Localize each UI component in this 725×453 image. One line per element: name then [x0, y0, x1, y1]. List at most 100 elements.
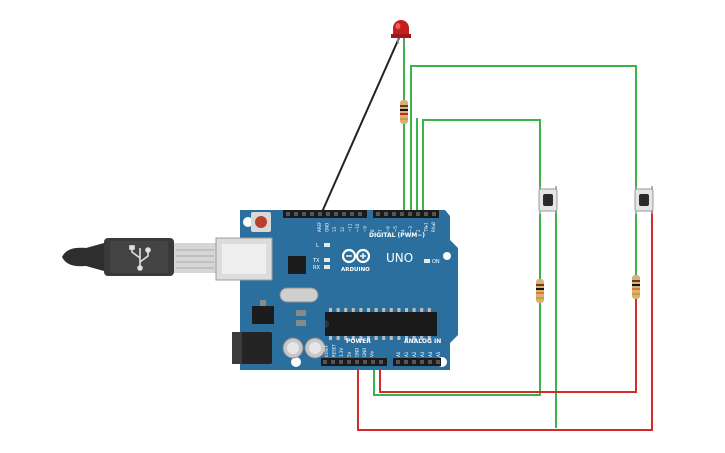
l-led	[324, 243, 330, 247]
header-hole[interactable]	[347, 360, 351, 364]
pin-label: 8	[370, 229, 375, 232]
pin-label: IOREF	[324, 344, 329, 357]
wire-button-2-5v[interactable]	[357, 206, 653, 431]
usb-cable[interactable]	[62, 238, 216, 276]
header-hole[interactable]	[424, 212, 428, 216]
chip-pin	[351, 308, 355, 312]
chip-pin	[412, 308, 416, 312]
power-header[interactable]	[321, 358, 387, 366]
pin-label: ~11	[347, 223, 352, 232]
header-hole[interactable]	[355, 360, 359, 364]
chip-pin	[397, 336, 401, 340]
chip-pin	[336, 336, 340, 340]
usb-icon	[129, 245, 151, 271]
resistor-led[interactable]	[400, 100, 408, 124]
board-l-label: L	[316, 243, 319, 249]
resistor-button-1[interactable]	[536, 279, 544, 303]
reset-button[interactable]	[251, 212, 271, 232]
resistor-button-2[interactable]	[632, 275, 640, 299]
header-hole[interactable]	[396, 360, 400, 364]
header-hole[interactable]	[350, 212, 354, 216]
header-hole[interactable]	[428, 360, 432, 364]
board-on-label: ON	[432, 259, 440, 265]
chip-pin	[359, 308, 363, 312]
board-tx-label: TX	[312, 258, 320, 264]
chip-pin	[359, 336, 363, 340]
chip-pin	[420, 308, 424, 312]
header-hole[interactable]	[318, 212, 322, 216]
analog-header[interactable]	[393, 358, 441, 366]
wire-resistor-1-gnd[interactable]	[373, 302, 541, 396]
arduino-logo-icon	[341, 248, 371, 264]
digital-header-right[interactable]	[373, 210, 439, 218]
pin-label: ~10	[355, 223, 360, 232]
header-hole[interactable]	[358, 212, 362, 216]
header-hole[interactable]	[310, 212, 314, 216]
wire-pin-button-1[interactable]	[422, 119, 541, 212]
chip-pin	[329, 336, 332, 340]
header-hole[interactable]	[416, 212, 420, 216]
header-hole[interactable]	[412, 360, 416, 364]
pin-label: A4	[428, 351, 433, 357]
chip-pin	[351, 336, 355, 340]
pin-label: RESET	[332, 344, 337, 357]
pin-label: GND	[354, 348, 359, 357]
header-hole[interactable]	[420, 360, 424, 364]
power-label: POWER	[346, 338, 371, 345]
crystal	[279, 287, 319, 303]
header-hole[interactable]	[339, 360, 343, 364]
chip-pin	[427, 308, 431, 312]
header-hole[interactable]	[342, 212, 346, 216]
pin-label: 4	[401, 229, 406, 232]
pin-label: GND	[362, 348, 367, 357]
header-hole[interactable]	[326, 212, 330, 216]
pushbutton-2[interactable]	[634, 186, 654, 214]
header-hole[interactable]	[436, 360, 440, 364]
arduino-uno-board[interactable]: L TX RX ON DIGITAL (PWM~) POWER ANALOG I…	[215, 210, 458, 370]
pin-label: ~5	[393, 226, 398, 232]
chip-pin	[374, 308, 378, 312]
on-led	[424, 259, 430, 263]
model-label: UNO	[386, 251, 413, 265]
header-hole[interactable]	[400, 212, 404, 216]
header-hole[interactable]	[408, 212, 412, 216]
red-led[interactable]	[391, 20, 411, 44]
header-hole[interactable]	[302, 212, 306, 216]
chip-pin	[336, 308, 340, 312]
chip-pin	[344, 308, 348, 312]
wire-pin-button-2[interactable]	[410, 65, 637, 212]
header-hole[interactable]	[331, 360, 335, 364]
pin-label: 13	[332, 226, 337, 232]
chip-pin	[420, 336, 424, 340]
header-hole[interactable]	[286, 212, 290, 216]
mounting-hole	[443, 252, 451, 260]
digital-header-left[interactable]	[283, 210, 367, 218]
header-hole[interactable]	[363, 360, 367, 364]
header-hole[interactable]	[379, 360, 383, 364]
pin-label: 7	[378, 229, 383, 232]
pin-label: ~6	[385, 226, 390, 232]
atmega-chip	[325, 312, 437, 336]
chip-pin	[329, 308, 332, 312]
board-rx-label: RX	[313, 265, 320, 271]
header-hole[interactable]	[323, 360, 327, 364]
brand-label: ARDUINO	[341, 267, 370, 273]
wire-led-gnd[interactable]	[321, 37, 400, 213]
pin-label: A2	[412, 351, 417, 357]
header-hole[interactable]	[294, 212, 298, 216]
wire-resistor-2-5v[interactable]	[379, 298, 637, 393]
header-hole[interactable]	[376, 212, 380, 216]
usb-chip	[288, 256, 306, 274]
chip-pin	[389, 336, 393, 340]
pin-label: 2	[416, 229, 421, 232]
header-hole[interactable]	[371, 360, 375, 364]
header-hole[interactable]	[384, 212, 388, 216]
pushbutton-1[interactable]	[538, 186, 558, 214]
chip-pin	[367, 308, 370, 312]
chip-pin	[374, 336, 378, 340]
header-hole[interactable]	[432, 212, 436, 216]
header-hole[interactable]	[334, 212, 338, 216]
header-hole[interactable]	[404, 360, 408, 364]
header-hole[interactable]	[392, 212, 396, 216]
